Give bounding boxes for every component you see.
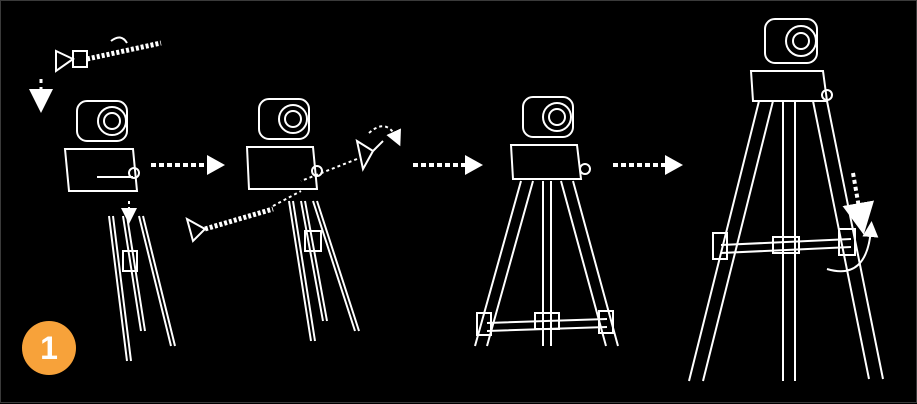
step-number-badge: 1 <box>22 321 76 375</box>
step-panel-1 <box>41 37 175 361</box>
wing-screw-icon <box>56 37 161 71</box>
tripod-open-icon <box>475 181 618 346</box>
tripod-closed-icon <box>109 201 175 361</box>
step-panel-3 <box>475 97 618 346</box>
camera-icon <box>247 99 322 189</box>
camera-icon <box>65 101 139 191</box>
wing-screw-icon <box>187 191 301 241</box>
step-panel-4 <box>689 19 883 381</box>
tripod-extended-icon <box>689 101 883 381</box>
rotate-arrow-icon <box>827 173 871 271</box>
camera-icon <box>751 19 832 101</box>
camera-icon <box>511 97 590 179</box>
step-panel-2 <box>187 99 397 341</box>
tripod-closed-icon <box>289 201 359 341</box>
